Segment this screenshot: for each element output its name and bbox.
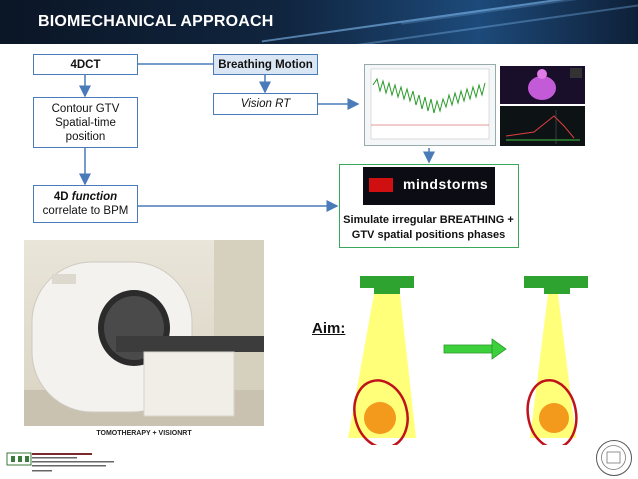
patient-surface-icon bbox=[528, 68, 582, 100]
tomotherapy-machine-illustration bbox=[24, 240, 264, 426]
tumor-right bbox=[539, 403, 569, 433]
box-vision-rt: Vision RT bbox=[213, 93, 318, 115]
gtv-ellipse-left bbox=[353, 379, 409, 445]
page-title: BIOMECHANICAL APPROACH bbox=[38, 13, 274, 30]
breathing-graph-image bbox=[364, 64, 496, 146]
tumor-left bbox=[364, 402, 396, 434]
box-4d-function-line1: 4D function bbox=[54, 190, 117, 204]
mindstorms-wordmark: mindstorms bbox=[403, 176, 489, 192]
health-service-logo-text bbox=[32, 453, 114, 472]
box-contour-gtv: Contour GTV Spatial-time position bbox=[33, 97, 138, 148]
box-4d-function-line2: correlate to BPM bbox=[42, 205, 129, 217]
university-seal-icon bbox=[596, 440, 632, 476]
breathing-waveform bbox=[370, 68, 490, 140]
health-service-logo-icon bbox=[6, 452, 32, 466]
aim-label: Aim: bbox=[312, 320, 346, 337]
vision-rt-camera-image bbox=[500, 66, 585, 104]
beam-right bbox=[524, 276, 588, 445]
lego-logo-icon bbox=[369, 178, 393, 192]
gtv-ellipse-right bbox=[526, 379, 578, 445]
photo-caption: TOMOTHERAPY + VISIONRT bbox=[96, 430, 192, 437]
box-function-label: function bbox=[71, 191, 118, 203]
tomotherapy-photo bbox=[24, 240, 264, 426]
vision-rt-plots-image bbox=[500, 106, 585, 146]
box-4dct: 4DCT bbox=[33, 54, 138, 75]
mindstorms-logo: mindstorms bbox=[363, 167, 495, 205]
motion-plot-icon bbox=[505, 110, 580, 144]
box-breathing-motion: Breathing Motion bbox=[213, 54, 318, 75]
header-bar: BIOMECHANICAL APPROACH bbox=[0, 0, 638, 44]
simulation-description: Simulate irregular BREATHING + GTV spati… bbox=[343, 214, 514, 241]
transition-arrow-icon bbox=[443, 338, 507, 360]
aim-diagram bbox=[348, 276, 588, 445]
box-4d-label: 4D bbox=[53, 191, 72, 203]
box-4d-function: 4D function correlate to BPM bbox=[33, 185, 138, 223]
mindstorms-simulation-box: mindstorms Simulate irregular BREATHING … bbox=[339, 164, 519, 248]
beam-left bbox=[348, 276, 416, 445]
